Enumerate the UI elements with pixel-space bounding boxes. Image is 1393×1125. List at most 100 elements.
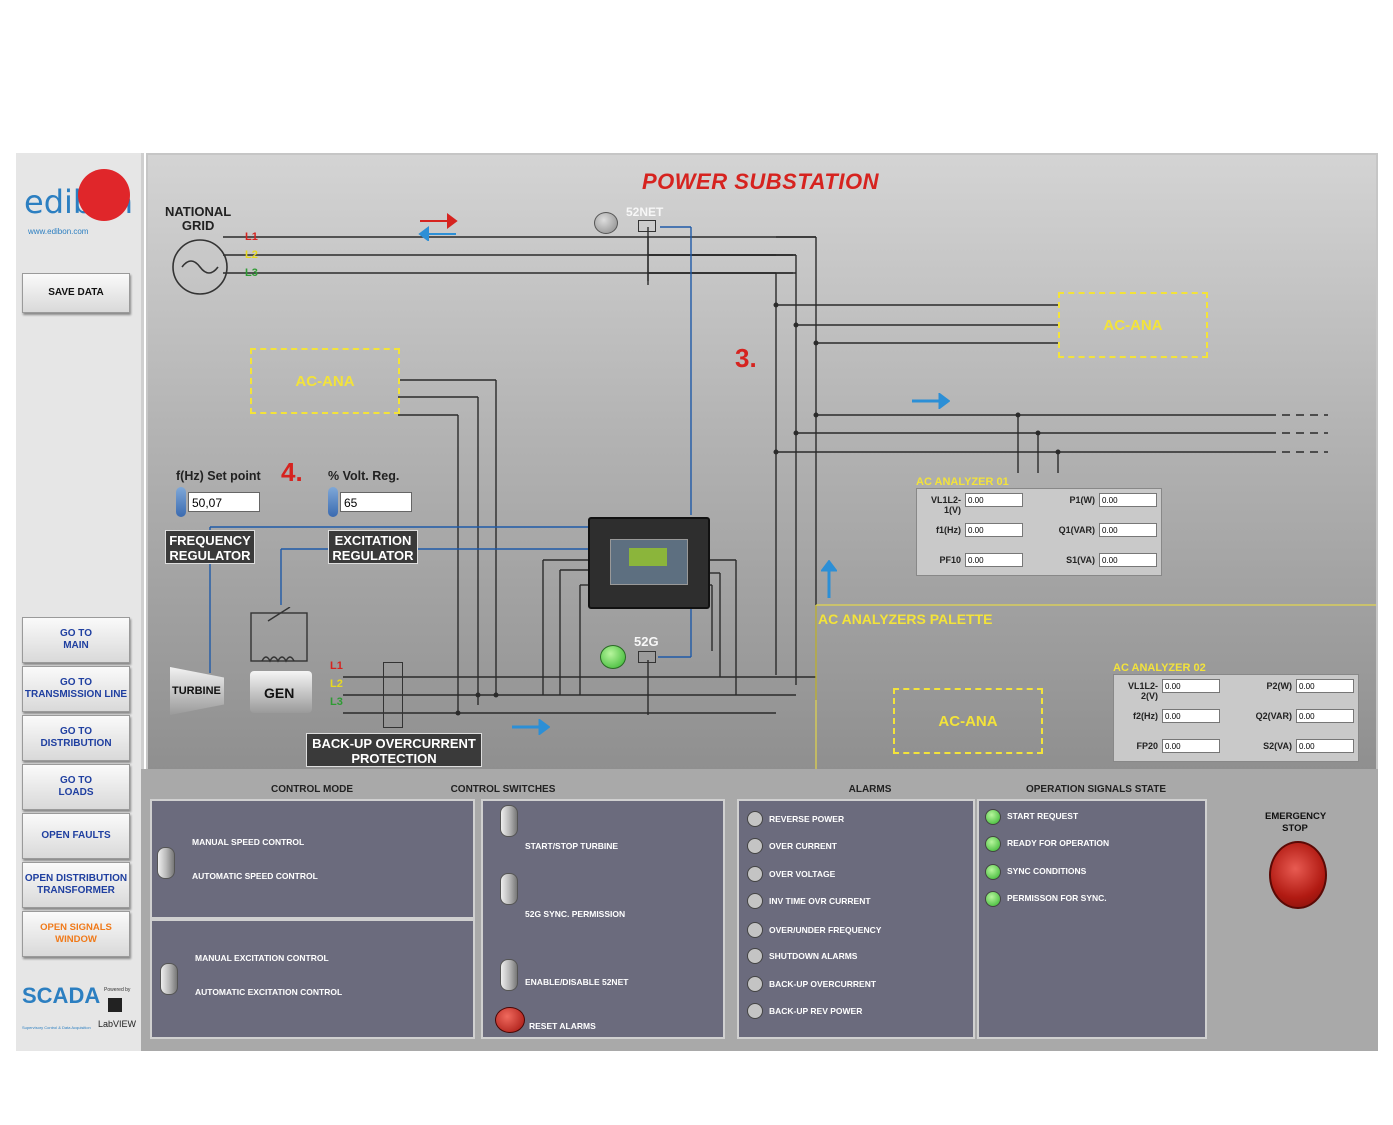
save-data-button[interactable]: SAVE DATA	[22, 273, 130, 313]
turbine-label: TURBINE	[172, 685, 221, 697]
sync-permission-label: 52G SYNC. PERMISSION	[525, 909, 626, 919]
go-to-loads-button[interactable]: GO TO LOADS	[22, 764, 130, 810]
ct-block	[383, 662, 403, 728]
ac-ana-right-box[interactable]: AC-ANA	[1058, 292, 1208, 358]
open-distribution-transformer-button[interactable]: OPEN DISTRIBUTION TRANSFORMER	[22, 862, 130, 908]
gen-label: GEN	[264, 685, 295, 701]
analyzers-palette-label: AC ANALYZERS PALETTE	[818, 611, 993, 627]
alarm-label: REVERSE POWER	[769, 814, 845, 824]
emergency-stop-label: EMERGENCY STOP	[1265, 811, 1327, 834]
start-stop-label: START/STOP TURBINE	[525, 841, 619, 851]
enable-52net-label: ENABLE/DISABLE 52NET	[525, 977, 629, 987]
signal-lamp	[985, 891, 1001, 907]
alarm-label: BACK-UP REV POWER	[769, 1006, 863, 1016]
flow-arrow-up-icon	[821, 560, 837, 598]
analyzer-01-vl-label: VL1L2-1(V)	[930, 495, 961, 515]
analyzer-02-vl-value: 0.00	[1162, 679, 1220, 693]
freq-setpoint-input[interactable]: 50,07	[188, 492, 260, 512]
operation-signals-panel: START REQUEST READY FOR OPERATION SYNC C…	[977, 799, 1207, 1039]
alarm-lamp	[747, 948, 763, 964]
analyzer-02-pf-value: 0.00	[1162, 739, 1220, 753]
scada-subtitle: Supervisory Control & Data Acquisition	[22, 1025, 91, 1030]
generator-controller[interactable]	[588, 517, 710, 609]
analyzer-01-f-label: f1(Hz)	[936, 525, 961, 535]
reset-alarms-button[interactable]	[495, 1007, 525, 1033]
reset-alarms-label: RESET ALARMS	[529, 1021, 596, 1031]
grid-phase-l1: L1	[245, 231, 258, 243]
excitation-mode-toggle[interactable]	[160, 963, 178, 995]
freq-setpoint-label: f(Hz) Set point	[176, 469, 261, 483]
emergency-stop-button[interactable]	[1269, 841, 1327, 909]
alarm-label: OVER VOLTAGE	[769, 869, 836, 879]
gen-phase-l2: L2	[330, 678, 343, 690]
analyzer-02-vl-label: VL1L2-2(V)	[1127, 681, 1158, 701]
signal-label: PERMISSON FOR SYNC.	[1007, 893, 1107, 903]
analyzer-02-s-value: 0.00	[1296, 739, 1354, 753]
52g-status-lamp	[600, 645, 626, 669]
alarm-label: SHUTDOWN ALARMS	[769, 951, 858, 961]
start-stop-turbine-toggle[interactable]	[500, 805, 518, 837]
gen-phase-l1: L1	[330, 660, 343, 672]
logo-url: www.edibon.com	[28, 227, 89, 236]
labview-label: LabVIEW	[98, 1019, 137, 1029]
analyzer-02-p-value: 0.00	[1296, 679, 1354, 693]
alarm-lamp	[747, 893, 763, 909]
52g-sync-permission-toggle[interactable]	[500, 873, 518, 905]
analyzer-01-p-value: 0.00	[1099, 493, 1157, 507]
speed-control-panel: MANUAL SPEED CONTROL AUTOMATIC SPEED CON…	[150, 799, 475, 919]
powered-by-label: Powered by	[104, 987, 131, 993]
analyzer-01-pf-value: 0.00	[965, 553, 1023, 567]
open-faults-button[interactable]: OPEN FAULTS	[22, 813, 130, 859]
excitation-regulator-label: EXCITATION REGULATOR	[328, 530, 418, 564]
analyzer-01-header: AC ANALYZER 01	[916, 476, 1009, 488]
volt-reg-spinner[interactable]	[328, 487, 338, 517]
analyzer-02-header: AC ANALYZER 02	[1113, 662, 1206, 674]
go-to-main-button[interactable]: GO TO MAIN	[22, 617, 130, 663]
control-mode-header: CONTROL MODE	[270, 784, 354, 795]
volt-reg-input[interactable]: 65	[340, 492, 412, 512]
analyzer-02-s-label: S2(VA)	[1263, 741, 1292, 751]
signal-label: READY FOR OPERATION	[1007, 838, 1110, 848]
52g-label: 52G	[634, 634, 659, 649]
52net-label: 52NET	[626, 205, 664, 219]
backup-protection-label: BACK-UP OVERCURRENT PROTECTION	[306, 733, 482, 767]
analyzer-01-p-label: P1(W)	[1069, 495, 1096, 505]
flow-arrow-right-icon	[912, 393, 950, 409]
power-substation-diagram: POWER SUBSTATION	[146, 153, 1378, 773]
analyzer-02-f-value: 0.00	[1162, 709, 1220, 723]
analyzer-01-s-value: 0.00	[1099, 553, 1157, 567]
analyzer-01-q-label: Q1(VAR)	[1058, 525, 1095, 535]
analyzer-02-pf-label: FP20	[1136, 741, 1158, 751]
52g-breaker-icon	[638, 651, 656, 663]
go-to-distribution-button[interactable]: GO TO DISTRIBUTION	[22, 715, 130, 761]
open-signals-window-button[interactable]: OPEN SIGNALS WINDOW	[22, 911, 130, 957]
go-to-transmission-line-button[interactable]: GO TO TRANSMISSION LINE	[22, 666, 130, 712]
alarm-label: OVER/UNDER FREQUENCY	[769, 925, 882, 935]
signal-lamp	[985, 836, 1001, 852]
excitation-coil-icon	[250, 607, 308, 663]
ac-ana-left-box[interactable]: AC-ANA	[250, 348, 400, 414]
analyzer-01-f-value: 0.00	[965, 523, 1023, 537]
analyzer-01-pf-label: PF10	[939, 555, 961, 565]
bidirectional-arrow-icon	[418, 213, 458, 241]
alarm-label: INV TIME OVR CURRENT	[769, 896, 871, 906]
logo-circle	[78, 169, 130, 221]
signal-lamp	[985, 864, 1001, 880]
national-grid-label: NATIONAL GRID	[165, 204, 232, 233]
grid-phase-l2: L2	[245, 249, 258, 261]
gen-phase-l3: L3	[330, 696, 343, 708]
analyzer-02-q-value: 0.00	[1296, 709, 1354, 723]
scada-logo: SCADA	[22, 983, 101, 1008]
speed-mode-toggle[interactable]	[157, 847, 175, 879]
analyzer-02-q-label: Q2(VAR)	[1255, 711, 1292, 721]
signal-lamp	[985, 809, 1001, 825]
wiring-diagram	[209, 226, 1376, 771]
manual-speed-label: MANUAL SPEED CONTROL	[192, 837, 305, 847]
analyzer-01-q-value: 0.00	[1099, 523, 1157, 537]
ac-ana-palette-box[interactable]: AC-ANA	[893, 688, 1043, 754]
controller-display	[629, 548, 667, 566]
analyzer-02-panel: VL1L2-2(V) 0.00 f2(Hz) 0.00 FP20 0.00 P2…	[1113, 674, 1359, 762]
enable-52net-toggle[interactable]	[500, 959, 518, 991]
labview-icon	[108, 998, 122, 1012]
freq-setpoint-spinner[interactable]	[176, 487, 186, 517]
